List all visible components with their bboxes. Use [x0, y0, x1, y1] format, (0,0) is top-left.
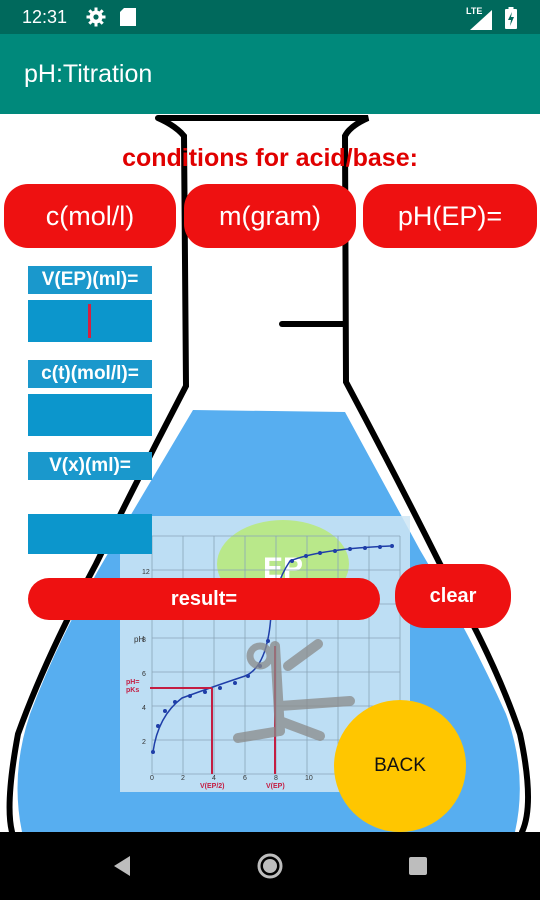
curve-point: [318, 551, 322, 555]
curve-point: [173, 700, 177, 704]
text-cursor: [88, 304, 91, 338]
ph-marker-line2: pKs: [126, 687, 139, 694]
stick-figure: [233, 639, 355, 743]
curve-point: [378, 545, 382, 549]
curve-point: [156, 724, 160, 728]
gear-icon: [86, 7, 106, 27]
lte-indicator: LTE: [466, 6, 483, 16]
back-button[interactable]: BACK: [334, 700, 466, 832]
clear-button[interactable]: clear: [395, 564, 511, 628]
status-bar: 12:31 LTE: [0, 0, 540, 34]
nav-recents-icon[interactable]: [404, 852, 432, 880]
curve-point: [266, 639, 270, 643]
v-x-input[interactable]: [28, 514, 152, 554]
mass-button[interactable]: m(gram): [184, 184, 356, 248]
c-t-input[interactable]: [28, 394, 152, 436]
curve-point: [290, 559, 294, 563]
x-tick-label: 10: [305, 775, 313, 782]
y-axis-label: pH: [134, 635, 144, 644]
v-ep-label: V(EP): [266, 783, 285, 790]
navigation-bar: [0, 832, 540, 900]
curve-point: [333, 549, 337, 553]
x-tick-label: 0: [150, 775, 154, 782]
curve-point: [348, 547, 352, 551]
y-tick-label: 12: [142, 569, 150, 576]
sd-card-icon: [120, 8, 136, 26]
main-content: EP 12108642 02468101214 pH pH= pKs V(EP/…: [0, 114, 540, 832]
ph-marker-line1: pH=: [126, 679, 139, 686]
curve-point: [363, 546, 367, 550]
v-x-label-box: V(x)(ml)=: [28, 452, 152, 480]
curve-point: [203, 690, 207, 694]
x-tick-label: 6: [243, 775, 247, 782]
x-tick-label: 2: [181, 775, 185, 782]
curve-point: [246, 674, 250, 678]
curve-point: [218, 686, 222, 690]
status-time: 12:31: [22, 7, 68, 27]
v-ep-half-label: V(EP/2): [200, 783, 225, 790]
app-bar: pH:Titration: [0, 34, 540, 114]
curve-point: [304, 554, 308, 558]
signal-icon: [470, 10, 492, 30]
app-title: pH:Titration: [24, 60, 153, 88]
x-tick-label: 4: [212, 775, 216, 782]
ph-ep-button[interactable]: pH(EP)=: [363, 184, 537, 248]
ph-marker-label: pH= pKs: [126, 679, 141, 694]
result-button[interactable]: result=: [28, 578, 380, 620]
y-tick-label: 4: [142, 705, 146, 712]
x-tick-label: 8: [274, 775, 278, 782]
battery-icon: [505, 7, 517, 29]
curve-point: [163, 709, 167, 713]
curve-point: [233, 681, 237, 685]
y-tick-label: 6: [142, 671, 146, 678]
v-ep-input[interactable]: [28, 300, 152, 342]
curve-point: [151, 750, 155, 754]
c-t-label-box: c(t)(mol/l)=: [28, 360, 152, 388]
nav-back-icon[interactable]: [108, 852, 136, 880]
conditions-heading: conditions for acid/base:: [122, 144, 418, 172]
curve-point: [390, 544, 394, 548]
v-ep-label-box: V(EP)(ml)=: [28, 266, 152, 294]
concentration-button[interactable]: c(mol/l): [4, 184, 176, 248]
nav-home-icon[interactable]: [256, 852, 284, 880]
y-tick-label: 8: [142, 637, 146, 644]
curve-point: [188, 694, 192, 698]
y-tick-label: 2: [142, 739, 146, 746]
